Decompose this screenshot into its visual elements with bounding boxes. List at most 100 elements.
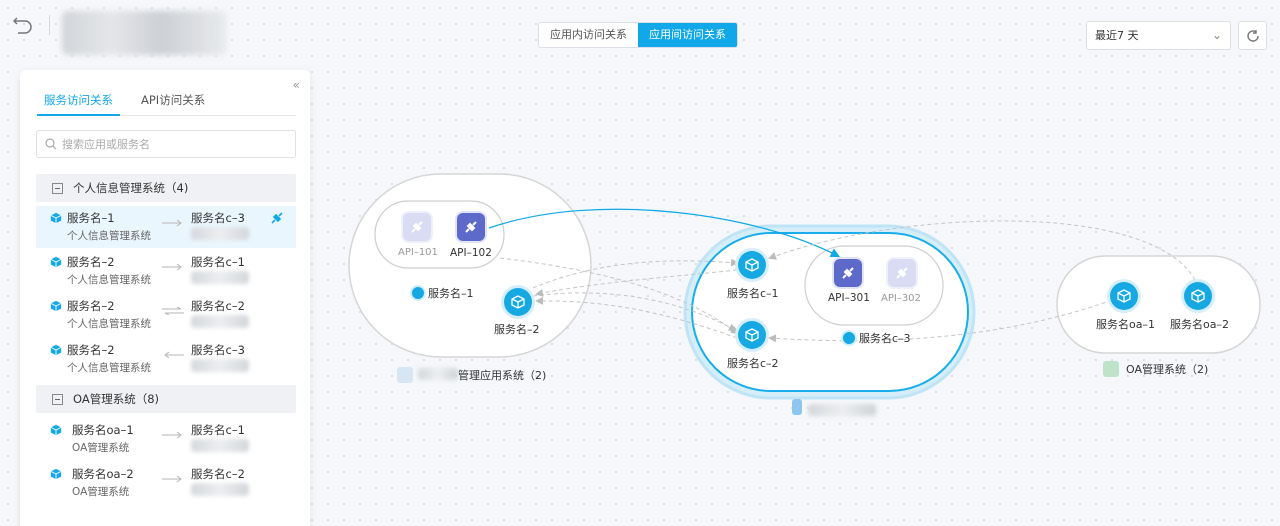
service-c1-label: 服务名c–1	[727, 287, 779, 300]
relation-target: 服务名c–2	[191, 299, 245, 313]
relation-source: 服务名–1	[67, 211, 115, 225]
arrow-bidirectional-icon	[162, 307, 184, 315]
relation-source: 服务名oa–2	[72, 467, 134, 481]
service-oa2-cube-icon[interactable]	[1184, 282, 1212, 310]
list-item[interactable]: 服务名oa–1 OA管理系统 服务名c–1	[36, 418, 296, 460]
relation-source-system: OA管理系统	[72, 442, 130, 454]
refresh-icon[interactable]	[1238, 21, 1267, 50]
api-101-plug-icon[interactable]	[403, 213, 431, 241]
relation-source-system: 个人信息管理系统	[67, 274, 151, 286]
tab-cross-app-relations[interactable]: 应用间访问关系	[638, 23, 737, 47]
relation-target: 服务名c–1	[191, 255, 245, 269]
api-302-label: API–302	[881, 293, 921, 304]
tab-in-app-relations[interactable]: 应用内访问关系	[550, 28, 627, 41]
collapse-minus-icon[interactable]	[52, 393, 63, 405]
view-switch: 应用内访问关系 应用间访问关系	[538, 22, 738, 48]
top-bar: 应用内访问关系 应用间访问关系 最近7 天 ⌄	[0, 0, 1280, 60]
list-item[interactable]: 服务名–2 个人信息管理系统 服务名c–2	[36, 294, 296, 336]
edge-a2-c1	[532, 258, 739, 289]
collapse-minus-icon[interactable]	[52, 182, 63, 194]
system-c-name-redacted	[808, 404, 876, 416]
arrow-right-icon	[162, 475, 182, 483]
tab-service-relations[interactable]: 服务访问关系	[37, 92, 120, 116]
relation-source-system: 个人信息管理系统	[67, 318, 151, 330]
relation-source: 服务名oa–1	[72, 423, 134, 437]
service-c3-label: 服务名c–3	[843, 330, 911, 346]
relation-target-system-redacted	[191, 227, 249, 240]
service-c2-cube-icon[interactable]	[738, 321, 766, 349]
relation-source-system: OA管理系统	[72, 486, 130, 498]
cube-icon	[50, 424, 62, 436]
system-c-service3-group	[804, 245, 944, 326]
collapse-panel-icon[interactable]: «	[292, 78, 300, 92]
system-c-badge-icon	[792, 399, 802, 415]
edge-a2-c2	[532, 292, 737, 331]
list-item[interactable]: 服务名–1 个人信息管理系统 服务名c–3	[36, 206, 296, 248]
search-input[interactable]	[62, 137, 282, 151]
relation-target-system-redacted	[191, 439, 249, 452]
list-item[interactable]: 服务名–2 个人信息管理系统 服务名c–1	[36, 250, 296, 292]
api-101-label: API–101	[398, 247, 438, 258]
tab-api-relations[interactable]: API访问关系	[141, 93, 206, 107]
api-102-plug-icon[interactable]	[457, 213, 485, 241]
cube-icon	[50, 468, 62, 480]
panel-tabs: 服务访问关系 API访问关系	[37, 92, 296, 116]
undo-arrow-icon[interactable]	[12, 14, 36, 36]
search-box	[36, 130, 296, 158]
api-301-plug-icon[interactable]	[834, 259, 862, 287]
relation-source: 服务名–2	[67, 255, 115, 269]
cube-icon	[412, 287, 424, 299]
arrow-right-icon	[162, 263, 182, 271]
arrow-right-icon	[162, 219, 182, 227]
relation-target: 服务名c–2	[191, 467, 245, 481]
edge-oa1-c2	[768, 299, 1113, 343]
api-302-plug-icon[interactable]	[888, 259, 916, 287]
service-oa2-label: 服务名oa–2	[1170, 318, 1229, 331]
group-title: 个人信息管理系统（4)	[73, 181, 189, 195]
relations-panel: « 服务访问关系 API访问关系 个人信息管理系统（4) 服务名–1 个人信息管…	[20, 70, 310, 526]
relation-source: 服务名–2	[67, 343, 115, 357]
link-icon[interactable]	[270, 211, 284, 225]
relation-target-system-redacted	[191, 483, 249, 496]
list-item[interactable]: 服务名–2 个人信息管理系统 服务名c–3	[36, 338, 296, 380]
service-c2-label: 服务名c–2	[727, 357, 779, 370]
relation-target-system-redacted	[191, 359, 249, 372]
system-a-name-redacted	[418, 368, 458, 380]
divider	[49, 15, 50, 35]
cube-icon	[50, 344, 62, 356]
chevron-down-icon: ⌄	[1211, 28, 1222, 42]
cube-icon	[50, 212, 62, 224]
system-oa-label: OA管理系统（2)	[1126, 363, 1209, 376]
group-title: OA管理系统（8)	[73, 392, 160, 406]
service-oa1-label: 服务名oa–1	[1096, 318, 1155, 331]
system-oa-badge-icon	[1103, 361, 1119, 377]
cube-icon	[50, 300, 62, 312]
group-header-oa[interactable]: OA管理系统（8)	[36, 385, 296, 413]
list-item[interactable]: 服务名oa–2 OA管理系统 服务名c–2	[36, 462, 296, 504]
relation-source-system: 个人信息管理系统	[67, 230, 151, 242]
relation-source: 服务名–2	[67, 299, 115, 313]
app-title-redacted	[62, 11, 227, 55]
arrow-right-icon	[162, 431, 182, 439]
cube-icon	[50, 256, 62, 268]
search-icon	[45, 138, 57, 150]
edge-oa2-c1	[768, 220, 1196, 281]
time-range-value: 最近7 天	[1095, 29, 1139, 42]
relation-target: 服务名c–1	[191, 423, 245, 437]
relation-target: 服务名c–3	[191, 211, 245, 225]
relation-target-system-redacted	[191, 315, 249, 328]
service-a2-cube-icon[interactable]	[504, 288, 532, 316]
api-301-label: API–301	[828, 292, 870, 304]
edge-api102-api301	[488, 208, 841, 258]
cube-icon	[843, 332, 855, 344]
arrow-left-icon	[164, 351, 184, 359]
service-a1-label: 服务名–1	[412, 285, 474, 301]
time-range-select[interactable]: 最近7 天 ⌄	[1086, 21, 1231, 50]
edge-c1-a2	[535, 269, 738, 297]
service-c1-cube-icon[interactable]	[738, 251, 766, 279]
relation-target-system-redacted	[191, 271, 249, 284]
service-oa1-cube-icon[interactable]	[1110, 282, 1138, 310]
system-a-label: 管理应用系统（2)	[458, 369, 547, 382]
relation-target: 服务名c–3	[191, 343, 245, 357]
group-header-personal-info[interactable]: 个人信息管理系统（4)	[36, 174, 296, 202]
